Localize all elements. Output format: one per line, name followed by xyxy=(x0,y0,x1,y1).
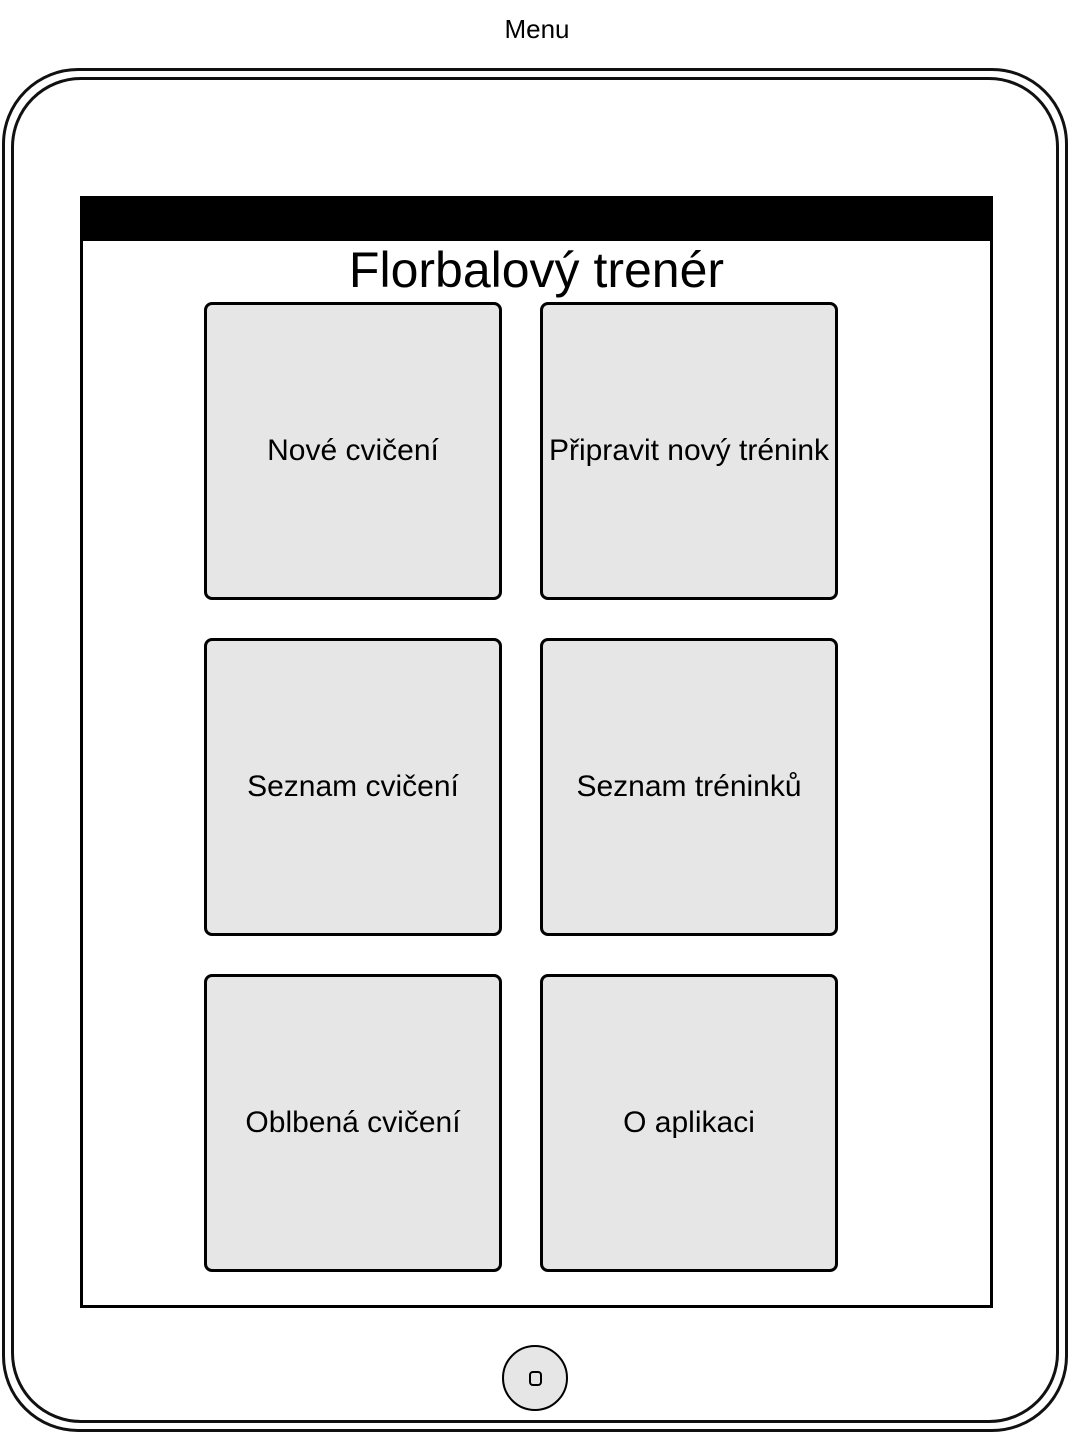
home-button[interactable] xyxy=(502,1345,568,1411)
app-screen: Florbalový trenér Nové cvičení Připravit… xyxy=(80,196,993,1308)
new-exercise-label: Nové cvičení xyxy=(267,434,439,467)
status-bar xyxy=(83,199,990,241)
prepare-training-label: Připravit nový trénink xyxy=(548,434,830,467)
prepare-training-button[interactable]: Připravit nový trénink xyxy=(540,302,838,600)
favorite-exercises-label: Oblbená cvičení xyxy=(245,1106,461,1139)
training-list-label: Seznam tréninků xyxy=(576,770,802,803)
page-caption: Menu xyxy=(504,14,570,44)
app-title: Florbalový trenér xyxy=(348,242,725,298)
home-square-icon xyxy=(528,1370,542,1386)
tablet-frame-inner xyxy=(11,77,1059,1423)
exercise-list-label: Seznam cvičení xyxy=(247,770,459,803)
training-list-button[interactable]: Seznam tréninků xyxy=(540,638,838,936)
about-app-label: O aplikaci xyxy=(623,1106,755,1139)
favorite-exercises-button[interactable]: Oblbená cvičení xyxy=(204,974,502,1272)
new-exercise-button[interactable]: Nové cvičení xyxy=(204,302,502,600)
about-app-button[interactable]: O aplikaci xyxy=(540,974,838,1272)
exercise-list-button[interactable]: Seznam cvičení xyxy=(204,638,502,936)
